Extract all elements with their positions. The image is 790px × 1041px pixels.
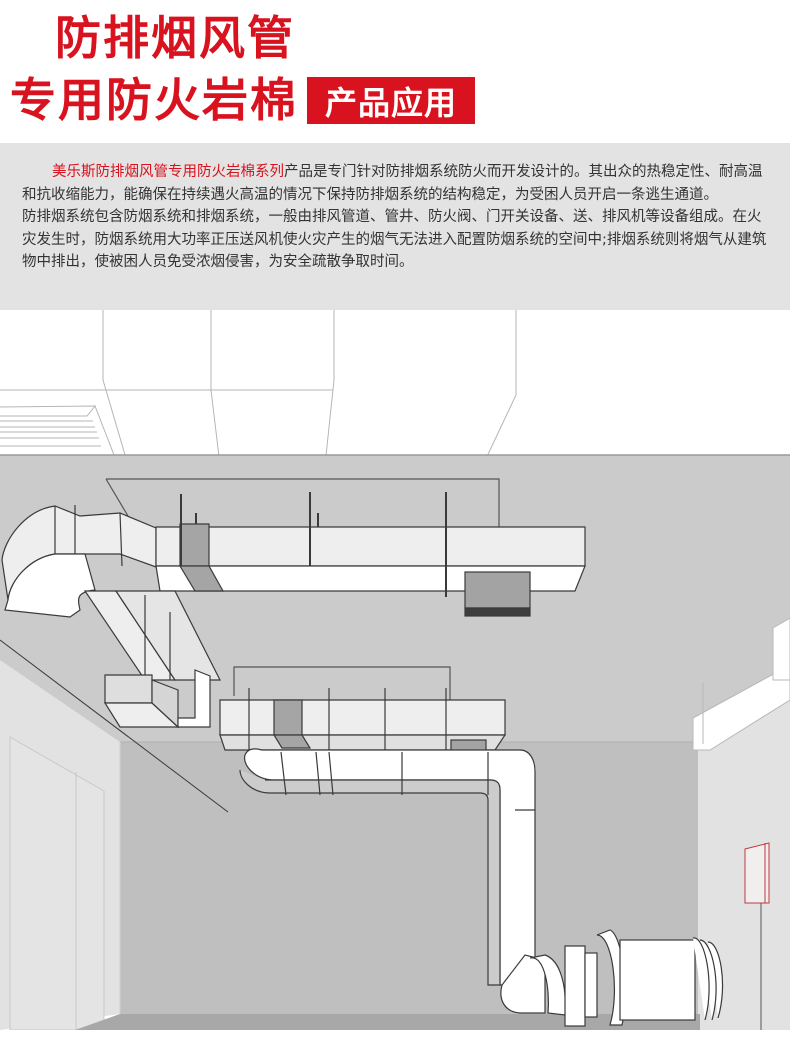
light-fixture: [692, 617, 790, 751]
ceiling: [0, 310, 790, 456]
duct-installation-illustration: [0, 310, 790, 1041]
title-line1: 防排烟风管: [55, 11, 295, 65]
product-application-badge: 产品应用: [307, 77, 475, 124]
upper-duct: [1, 478, 586, 618]
intro-paragraph-2: 防排烟系统包含防烟系统和排烟系统，一般由排风管道、管井、防火阀、门开关设备、送、…: [22, 209, 767, 270]
diagonal-duct: [0, 590, 229, 813]
exhaust-fan: [500, 929, 724, 1027]
header-banner: 防排烟风管 专用防火岩棉 产品应用: [0, 0, 790, 143]
brand-product-name: 美乐斯防排烟风管专用防火岩棉系列: [52, 164, 284, 180]
intro-paragraph-1-body: 产品是专门针对防排烟系统防火而开发设计的。其出众的热稳定性、耐高温和抗收缩能力，…: [22, 164, 763, 203]
floor: [75, 1014, 700, 1030]
right-wall: [698, 700, 790, 1030]
lower-duct: [219, 666, 536, 986]
title-line2: 专用防火岩棉: [10, 73, 298, 127]
intro-paragraph-1: 美乐斯防排烟风管专用防火岩棉系列产品是专门针对防排烟系统防火而开发设计的。其出众…: [22, 161, 770, 206]
fire-alarm-box: [744, 842, 770, 1030]
intro-text-panel: 美乐斯防排烟风管专用防火岩棉系列产品是专门针对防排烟系统防火而开发设计的。其出众…: [0, 143, 790, 310]
